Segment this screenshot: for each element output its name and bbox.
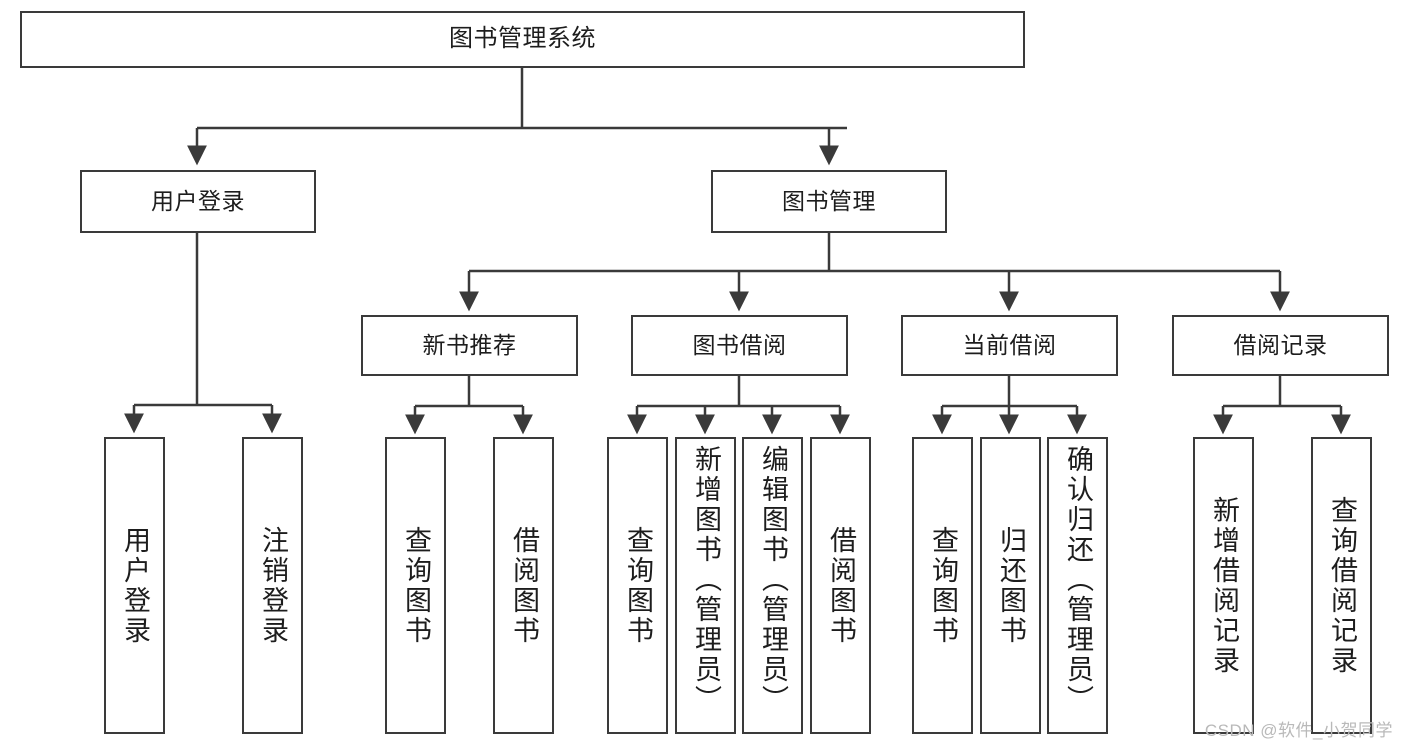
node-leaf-borrow-book-1[interactable]: 借阅图书 bbox=[493, 437, 554, 734]
node-leaf-query-book-3[interactable]: 查询图书 bbox=[912, 437, 973, 734]
node-label: 借阅图书 bbox=[826, 525, 856, 646]
node-borrow-record[interactable]: 借阅记录 bbox=[1172, 315, 1389, 376]
watermark-text: CSDN @软件_小贺同学 bbox=[1204, 721, 1393, 740]
node-label: 用户登录 bbox=[151, 187, 245, 214]
node-book-borrow[interactable]: 图书借阅 bbox=[631, 315, 848, 376]
node-label: 借阅图书 bbox=[509, 525, 539, 646]
node-label: 查询图书 bbox=[401, 525, 431, 646]
node-book-manage[interactable]: 图书管理 bbox=[711, 170, 947, 233]
node-label: 归还图书 bbox=[996, 525, 1026, 646]
node-user-login[interactable]: 用户登录 bbox=[80, 170, 316, 233]
node-label: 图书管理 bbox=[782, 187, 876, 214]
node-label: 图书管理系统 bbox=[449, 25, 596, 53]
node-root-system[interactable]: 图书管理系统 bbox=[20, 11, 1025, 68]
node-leaf-confirm-return[interactable]: 确认归还（管理员） bbox=[1047, 437, 1108, 734]
node-leaf-user-login[interactable]: 用户登录 bbox=[104, 437, 165, 734]
node-leaf-query-record[interactable]: 查询借阅记录 bbox=[1311, 437, 1372, 734]
node-leaf-query-book-2[interactable]: 查询图书 bbox=[607, 437, 668, 734]
node-label: 新增图书（管理员） bbox=[691, 445, 721, 715]
node-label: 新书推荐 bbox=[422, 331, 517, 358]
node-label: 查询图书 bbox=[623, 525, 653, 646]
node-label: 编辑图书（管理员） bbox=[758, 445, 788, 715]
node-leaf-add-record[interactable]: 新增借阅记录 bbox=[1193, 437, 1254, 734]
node-leaf-edit-book[interactable]: 编辑图书（管理员） bbox=[742, 437, 803, 734]
node-label: 借阅记录 bbox=[1233, 331, 1328, 358]
node-label: 查询借阅记录 bbox=[1327, 495, 1357, 676]
node-label: 新增借阅记录 bbox=[1209, 495, 1239, 676]
node-label: 图书借阅 bbox=[692, 331, 787, 358]
node-new-book-recommend[interactable]: 新书推荐 bbox=[361, 315, 578, 376]
node-label: 用户登录 bbox=[120, 525, 150, 646]
node-leaf-query-book-1[interactable]: 查询图书 bbox=[385, 437, 446, 734]
node-label: 当前借阅 bbox=[962, 331, 1057, 358]
node-label: 确认归还（管理员） bbox=[1063, 445, 1093, 715]
node-leaf-logout-login[interactable]: 注销登录 bbox=[242, 437, 303, 734]
node-leaf-add-book[interactable]: 新增图书（管理员） bbox=[675, 437, 736, 734]
node-leaf-borrow-book-2[interactable]: 借阅图书 bbox=[810, 437, 871, 734]
node-leaf-return-book[interactable]: 归还图书 bbox=[980, 437, 1041, 734]
node-label: 查询图书 bbox=[928, 525, 958, 646]
node-current-borrow[interactable]: 当前借阅 bbox=[901, 315, 1118, 376]
node-label: 注销登录 bbox=[258, 525, 288, 646]
